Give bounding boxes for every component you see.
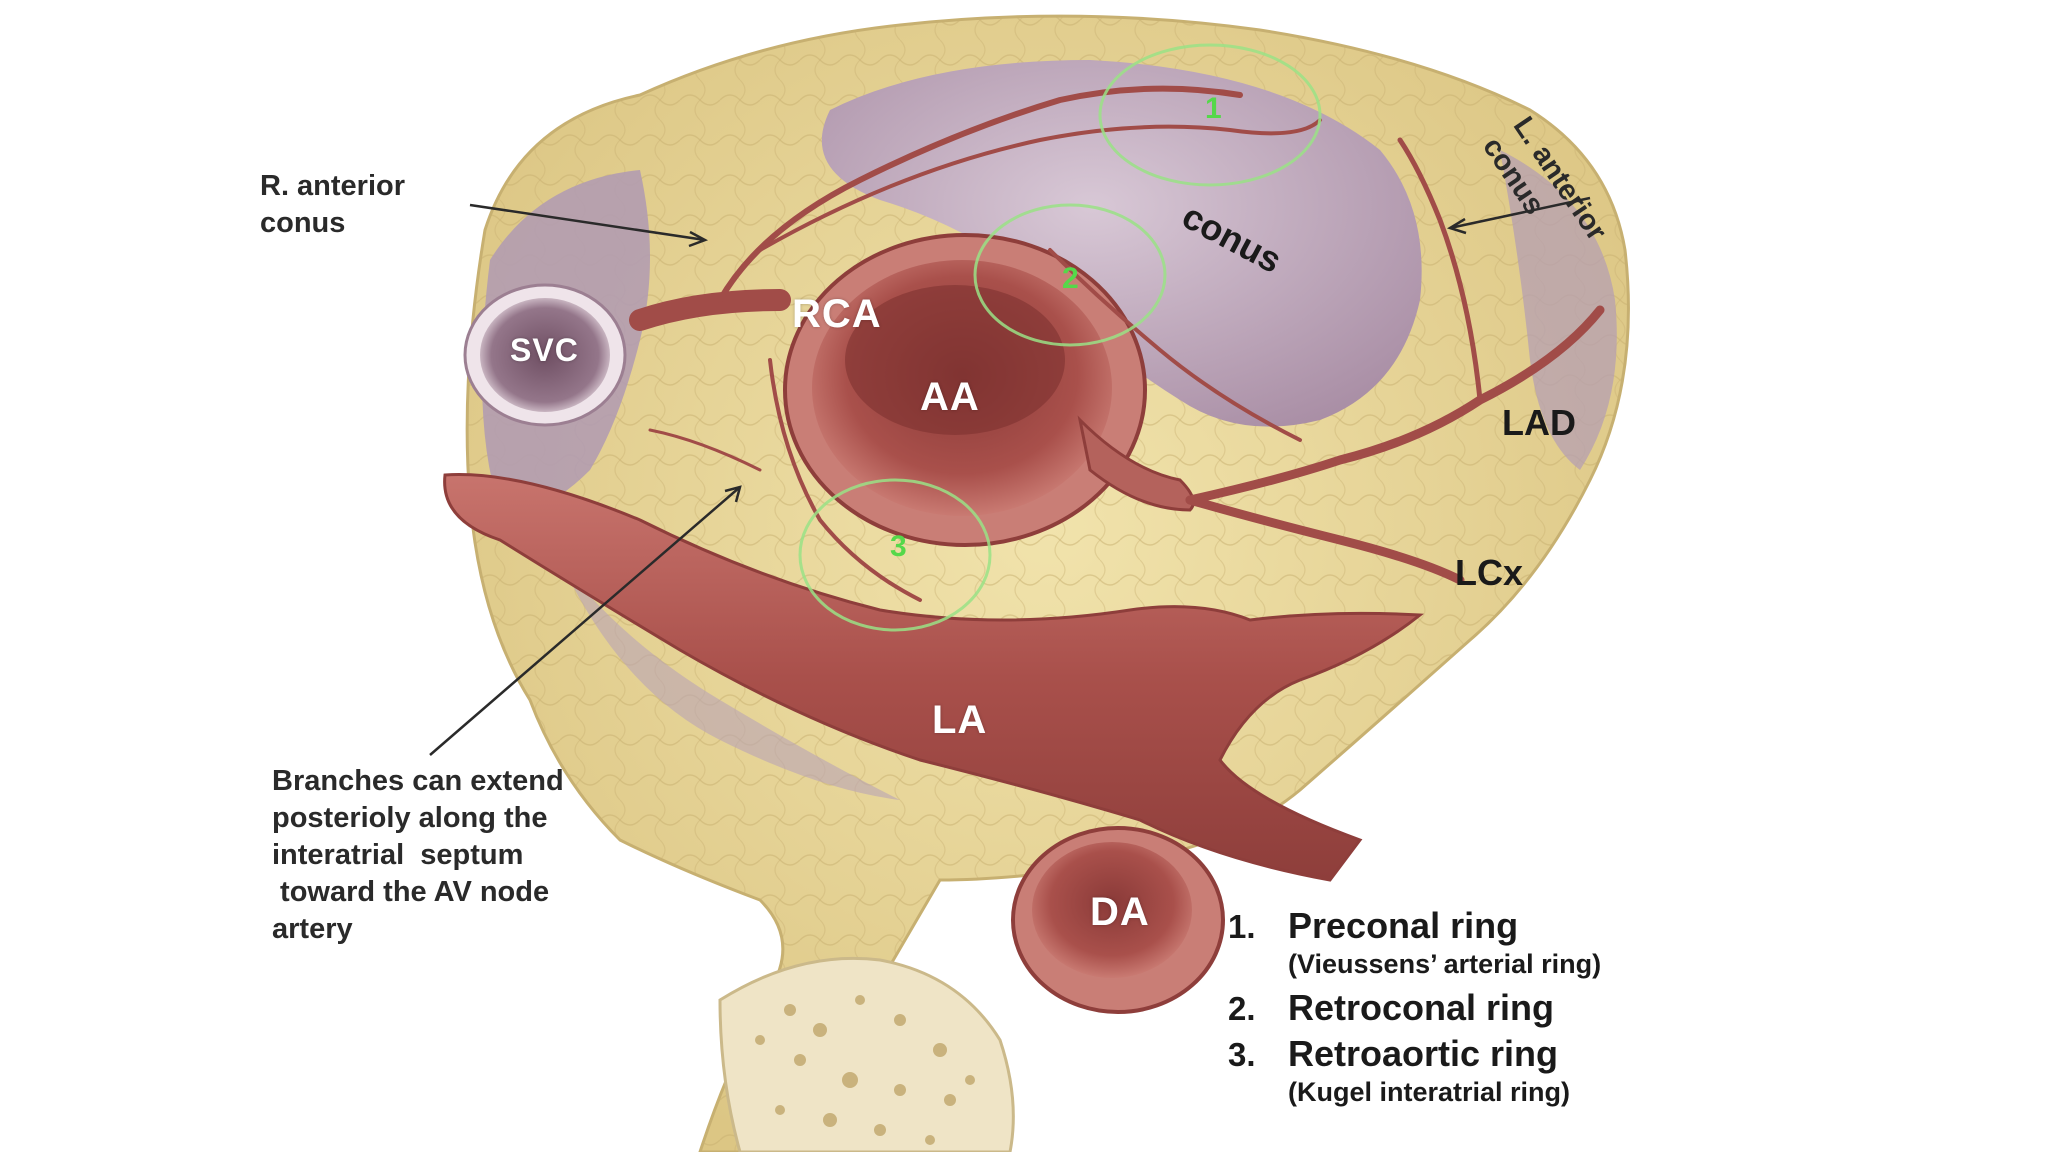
legend-number: 3. [1228,1036,1256,1073]
legend-item: 2. Retroconal ring [1228,987,1601,1029]
label-branches-note: Branches can extend posterioly along the… [272,765,564,945]
ring-marker-2: 2 [1062,262,1079,295]
coronary-arteries [629,85,1605,602]
label-da: DA [1090,890,1150,934]
legend-number: 1. [1228,908,1256,945]
conus-region [821,60,1422,427]
label-svc: SVC [510,332,579,368]
left-ventricle-wall [1500,150,1617,470]
legend-number: 2. [1228,990,1256,1027]
label-aa: AA [920,375,980,419]
legend-name: Retroaortic ring [1288,1033,1559,1074]
ring-marker-1: 1 [1205,92,1222,125]
label-lcx: LCx [1455,552,1524,593]
label-la: LA [932,698,988,742]
annotation-arrows [429,196,1591,756]
label-lad: LAD [1502,402,1576,443]
left-atrium-vessel [443,473,1425,882]
legend-name: Preconal ring [1288,905,1519,946]
legend-name: Retroconal ring [1288,987,1555,1028]
label-r-anterior-conus: R. anterior conus [260,170,406,239]
legend-item: 1. Preconal ring (Vieussens’ arterial ri… [1228,905,1601,981]
ring-circles [798,43,1322,632]
legend-subtitle: (Vieussens’ arterial ring) [1288,949,1602,979]
ring-marker-3: 3 [890,530,907,563]
ring-legend: 1. Preconal ring (Vieussens’ arterial ri… [1228,905,1601,1109]
legend-item: 3. Retroaortic ring (Kugel interatrial r… [1228,1033,1601,1109]
vertebra [718,956,1015,1152]
legend-subtitle: (Kugel interatrial ring) [1288,1077,1571,1107]
label-rca: RCA [792,292,882,336]
